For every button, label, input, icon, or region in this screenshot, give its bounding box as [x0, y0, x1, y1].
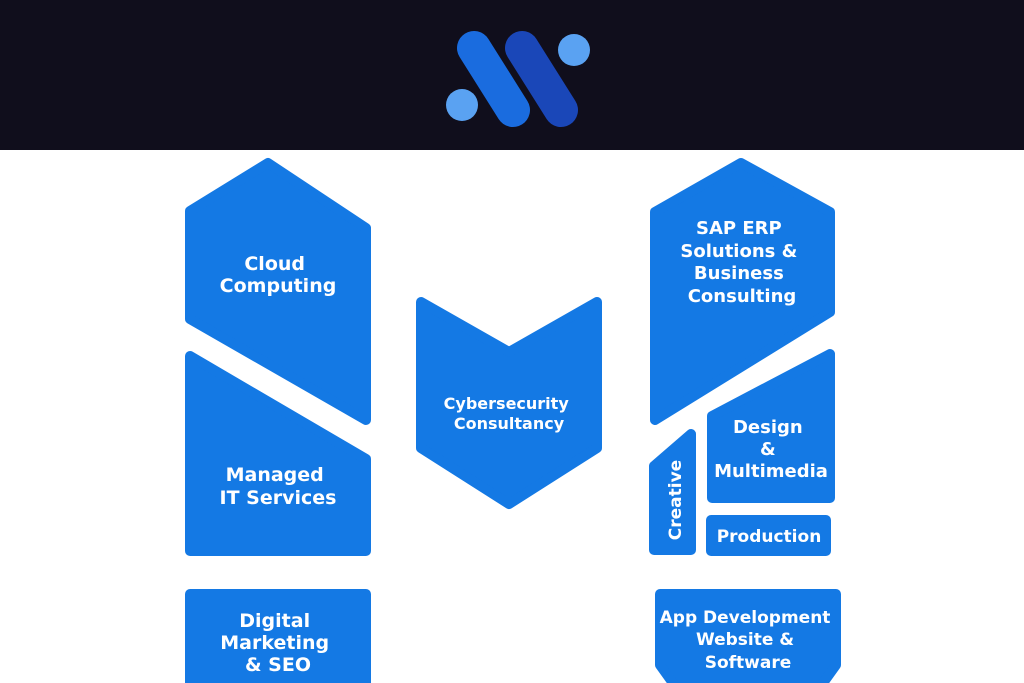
- monogram-logo: [446, 31, 590, 127]
- tile-production[interactable]: [706, 515, 831, 556]
- tile-sap-erp[interactable]: [650, 158, 835, 425]
- tile-sap-erp-label: SAP ERP Solutions & Business Consulting: [680, 218, 803, 307]
- logo-dot-right: [558, 34, 590, 66]
- tile-managed-it-label: Managed IT Services: [220, 464, 337, 509]
- logo-dot-left: [446, 89, 478, 121]
- tile-design-multimedia[interactable]: [707, 349, 835, 503]
- logo-stroke-left: [457, 31, 530, 127]
- tile-cloud-computing[interactable]: [185, 158, 371, 425]
- tile-cybersecurity[interactable]: [416, 297, 602, 509]
- tile-cloud-computing-label: Cloud Computing: [220, 253, 337, 297]
- tile-app-development[interactable]: [655, 589, 841, 683]
- header-bar: [0, 0, 1024, 150]
- tile-managed-it[interactable]: [185, 351, 371, 556]
- tile-production-label: Production: [717, 527, 822, 547]
- tile-digital-marketing-label: Digital Marketing & SEO: [220, 610, 335, 676]
- tile-creative-label: Creative: [666, 460, 686, 540]
- tile-digital-marketing[interactable]: [185, 589, 371, 683]
- tile-cybersecurity-label: Cybersecurity Consultancy: [444, 394, 575, 433]
- tile-design-multimedia-label: Design & Multimedia: [714, 417, 828, 482]
- tile-app-development-label: App Development Website & Software: [660, 608, 837, 673]
- tile-creative[interactable]: [649, 429, 696, 555]
- logo-stroke-right: [505, 31, 578, 127]
